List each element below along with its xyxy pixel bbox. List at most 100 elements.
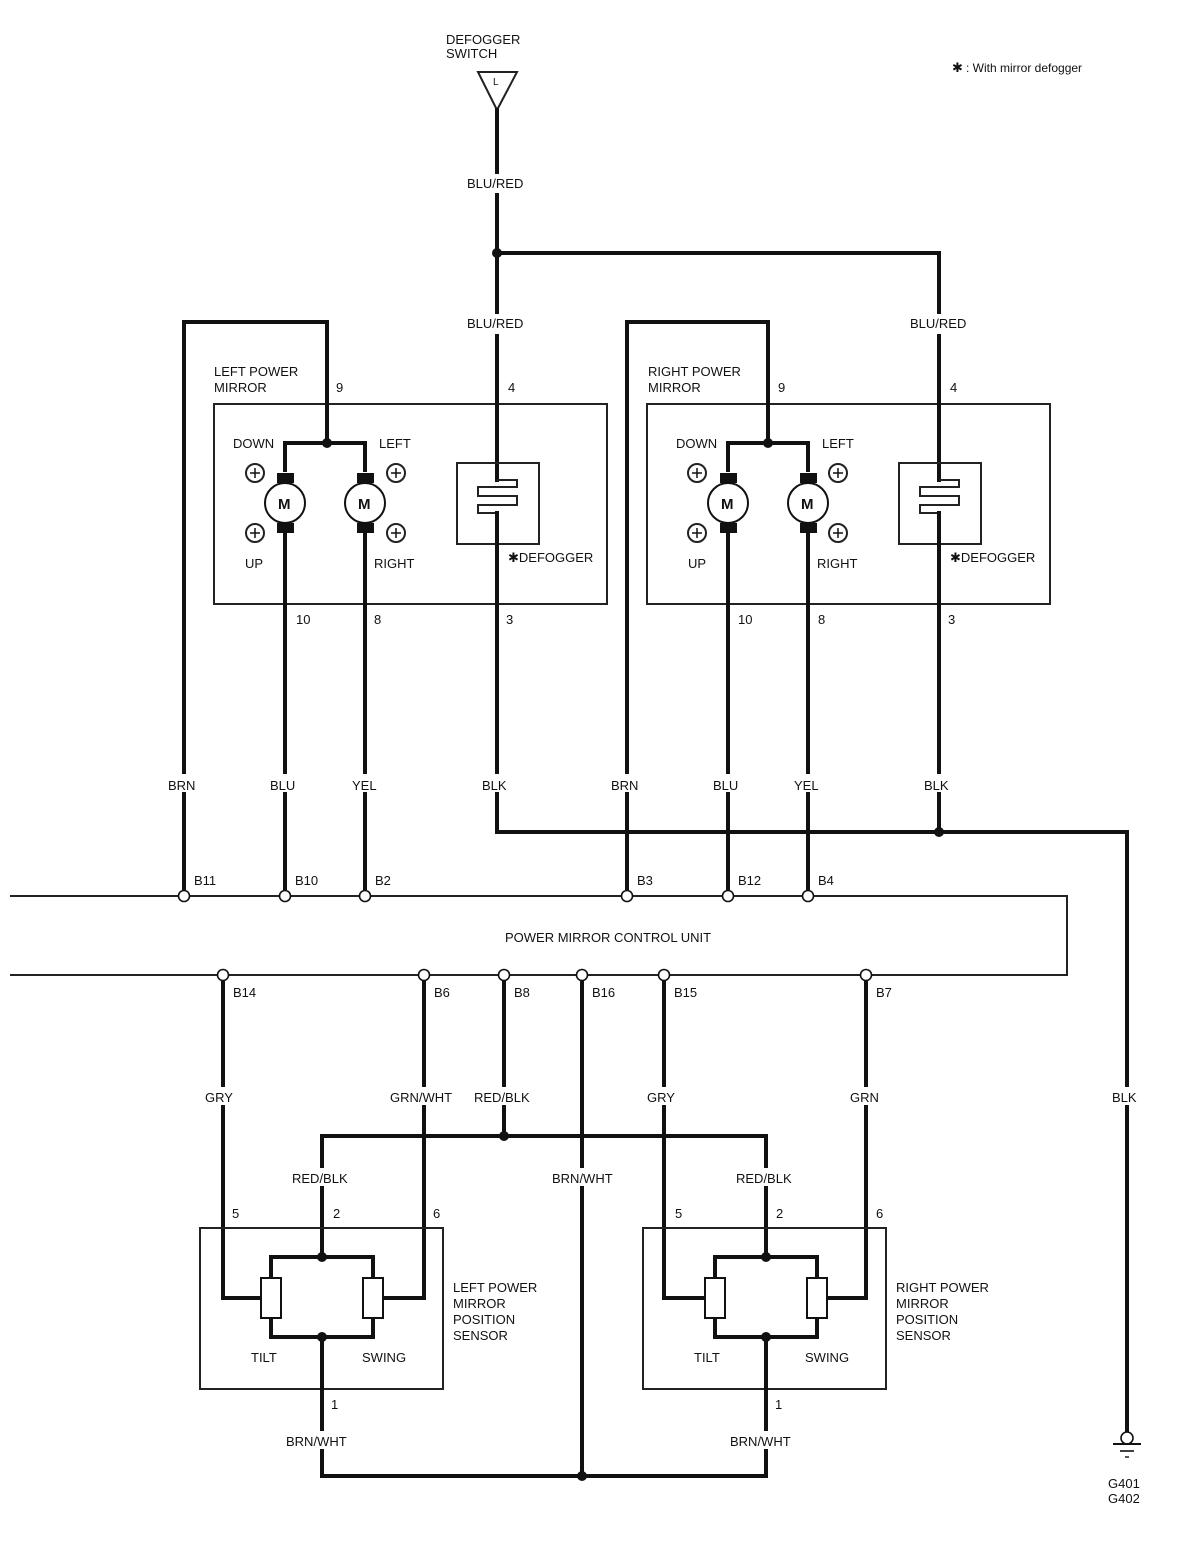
defogger-element-icon [477,479,518,514]
tilt-resistor-icon [260,1277,282,1319]
sensor-pin1: 1 [331,1397,338,1412]
label-tilt: TILT [694,1350,720,1365]
wire-label-brn-wht: BRN/WHT [730,1434,791,1449]
wire-label-red-blk: RED/BLK [474,1090,530,1105]
defogger-right-label: ✱DEFOGGER [950,550,1035,565]
terminal-b6 [417,968,431,982]
wire-label-gaps [166,774,957,792]
pin-label: B12 [738,873,761,888]
label-up: UP [245,556,263,571]
ground-label-2: G402 [1108,1491,1140,1506]
terminal-b14 [216,968,230,982]
wire-label-blk: BLK [1112,1090,1137,1105]
terminal-b8 [497,968,511,982]
label-down: DOWN [676,436,717,451]
wire-label-blk: BLK [482,778,507,793]
terminal-b3 [620,889,634,903]
left-mirror-label-2: MIRROR [214,380,267,395]
wire-label-switch: BLU/RED [467,176,523,191]
plus-icon [828,523,848,543]
left-mirror-pin8: 8 [374,612,381,627]
wire-blk-ground [495,830,1129,1434]
wire-brn-right [625,320,770,897]
motor-label: M [721,496,734,513]
right-mirror-label-2: MIRROR [648,380,701,395]
label-gap [285,1431,359,1449]
left-sensor-label-2: MIRROR [453,1296,506,1311]
control-unit-box [10,895,1068,976]
defogger-switch-label-2: SWITCH [446,46,497,61]
terminal-b2 [358,889,372,903]
plus-icon [687,463,707,483]
motor-label: M [278,496,291,513]
wire-gry-left [221,978,270,1300]
label-swing: SWING [362,1350,406,1365]
pin-label: B4 [818,873,834,888]
pin-label: B16 [592,985,615,1000]
motor-brush [800,523,817,533]
wire-label-yel: YEL [352,778,377,793]
wire-label-brn-wht: BRN/WHT [286,1434,347,1449]
junction-dot [317,1252,327,1262]
terminal-b15 [657,968,671,982]
wire-brn-wht-common [320,1335,768,1478]
sensor-pin2: 2 [776,1206,783,1221]
left-power-mirror-box [213,403,608,605]
label-tilt: TILT [251,1350,277,1365]
swing-resistor-icon [362,1277,384,1319]
plus-icon [386,523,406,543]
pin-label: B11 [194,873,216,888]
left-sensor-label-1: LEFT POWER [453,1280,537,1295]
wire-label-red-blk: RED/BLK [736,1171,792,1186]
right-mirror-pin10: 10 [738,612,752,627]
plus-icon [245,463,265,483]
connector-triangle-icon [476,71,519,113]
wire-label-gry: GRY [647,1090,675,1105]
ground-label-1: G401 [1108,1476,1140,1491]
sensor-pin2: 2 [333,1206,340,1221]
swing-resistor-icon [806,1277,828,1319]
motor-brush [800,473,817,483]
wire-label-yel: YEL [794,778,819,793]
motor-brush [720,473,737,483]
pin-label: B7 [876,985,892,1000]
defogger-switch-label-1: DEFOGGER [446,32,520,47]
wire-label-blu: BLU [713,778,738,793]
wire-label-gry: GRY [205,1090,233,1105]
wire-grn-wht [381,978,426,1300]
wire-label-gaps [203,1087,1145,1186]
wire-label-brn: BRN [611,778,638,793]
motor-brush [277,473,294,483]
label-right: RIGHT [817,556,858,571]
junction-dot [577,1471,587,1481]
sensor-pin6: 6 [433,1206,440,1221]
right-mirror-pin4: 4 [950,380,957,395]
pin-label: B10 [295,873,318,888]
right-mirror-pin8: 8 [818,612,825,627]
motor-brush [357,523,374,533]
terminal-b11 [177,889,191,903]
terminal-b12 [721,889,735,903]
motor-label: M [801,496,814,513]
terminal-b16 [575,968,589,982]
pin-label: B15 [674,985,697,1000]
pin-label: B2 [375,873,391,888]
junction-dot [322,438,332,448]
sensor-pin1: 1 [775,1397,782,1412]
junction-dot [499,1131,509,1141]
wire-label-blu-red-right: BLU/RED [910,316,966,331]
note-asterisk: ✱ [952,60,963,75]
terminal-b4 [801,889,815,903]
plus-icon [828,463,848,483]
defogger-element-icon [919,479,960,514]
wire-red-blk-branch [320,1134,768,1259]
note-text: : With mirror defogger [966,61,1082,75]
plus-icon [245,523,265,543]
right-power-mirror-box [646,403,1051,605]
ground-icon [1113,1431,1141,1458]
left-sensor-label-3: POSITION [453,1312,515,1327]
wire-brn-left [182,320,329,897]
pin-label: B3 [637,873,653,888]
wire-label-red-blk: RED/BLK [292,1171,348,1186]
